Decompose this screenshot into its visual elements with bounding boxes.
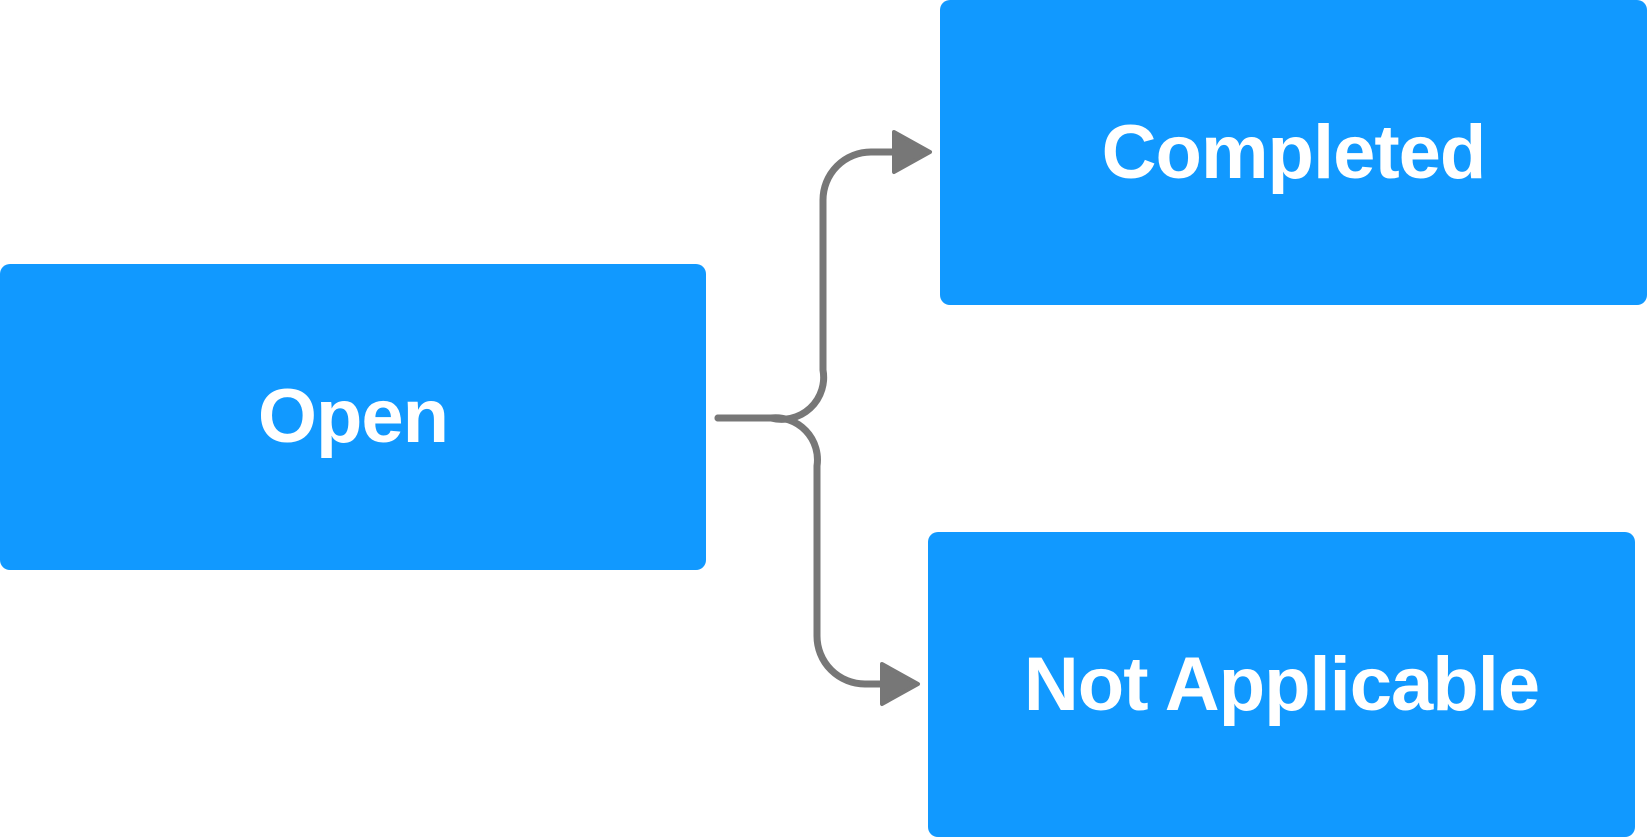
arrowhead-not-applicable-icon bbox=[880, 662, 920, 706]
state-node-open: Open bbox=[0, 264, 706, 570]
state-label-open: Open bbox=[257, 374, 449, 459]
state-label-completed: Completed bbox=[1101, 109, 1487, 195]
arrowhead-completed-icon bbox=[892, 130, 932, 174]
state-node-not-applicable: Not Applicable bbox=[928, 532, 1635, 837]
connector-open-to-completed bbox=[714, 148, 900, 423]
connector-open-to-not-applicable bbox=[714, 414, 888, 688]
state-label-not-applicable: Not Applicable bbox=[1023, 641, 1540, 727]
state-node-completed: Completed bbox=[940, 0, 1647, 305]
